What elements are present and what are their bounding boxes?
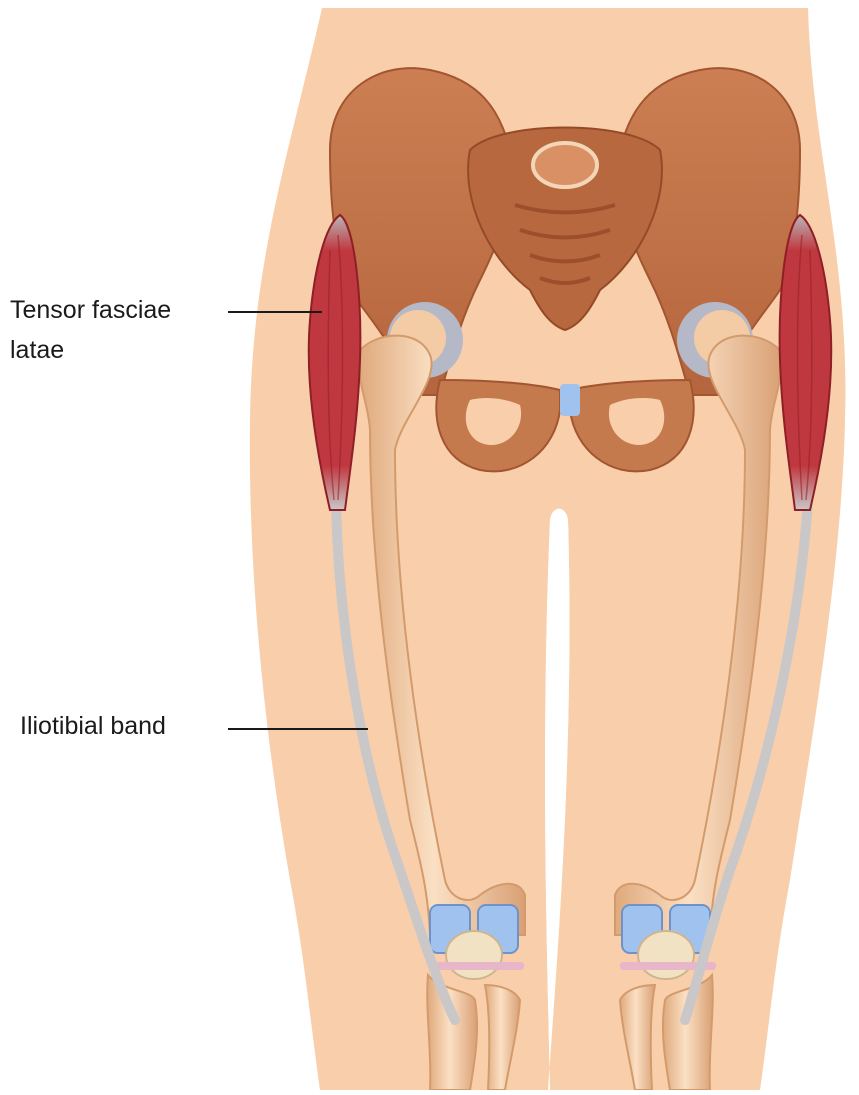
right-patella — [638, 931, 694, 979]
tensor-fasciae-latae-label-line2: latae — [10, 334, 64, 366]
vertebra-top — [533, 143, 597, 187]
tensor-fasciae-latae-label-line1: Tensor fasciae — [10, 294, 171, 326]
pubic-symphysis — [560, 384, 580, 416]
iliotibial-band-label: Iliotibial band — [20, 710, 166, 742]
left-patella — [446, 931, 502, 979]
